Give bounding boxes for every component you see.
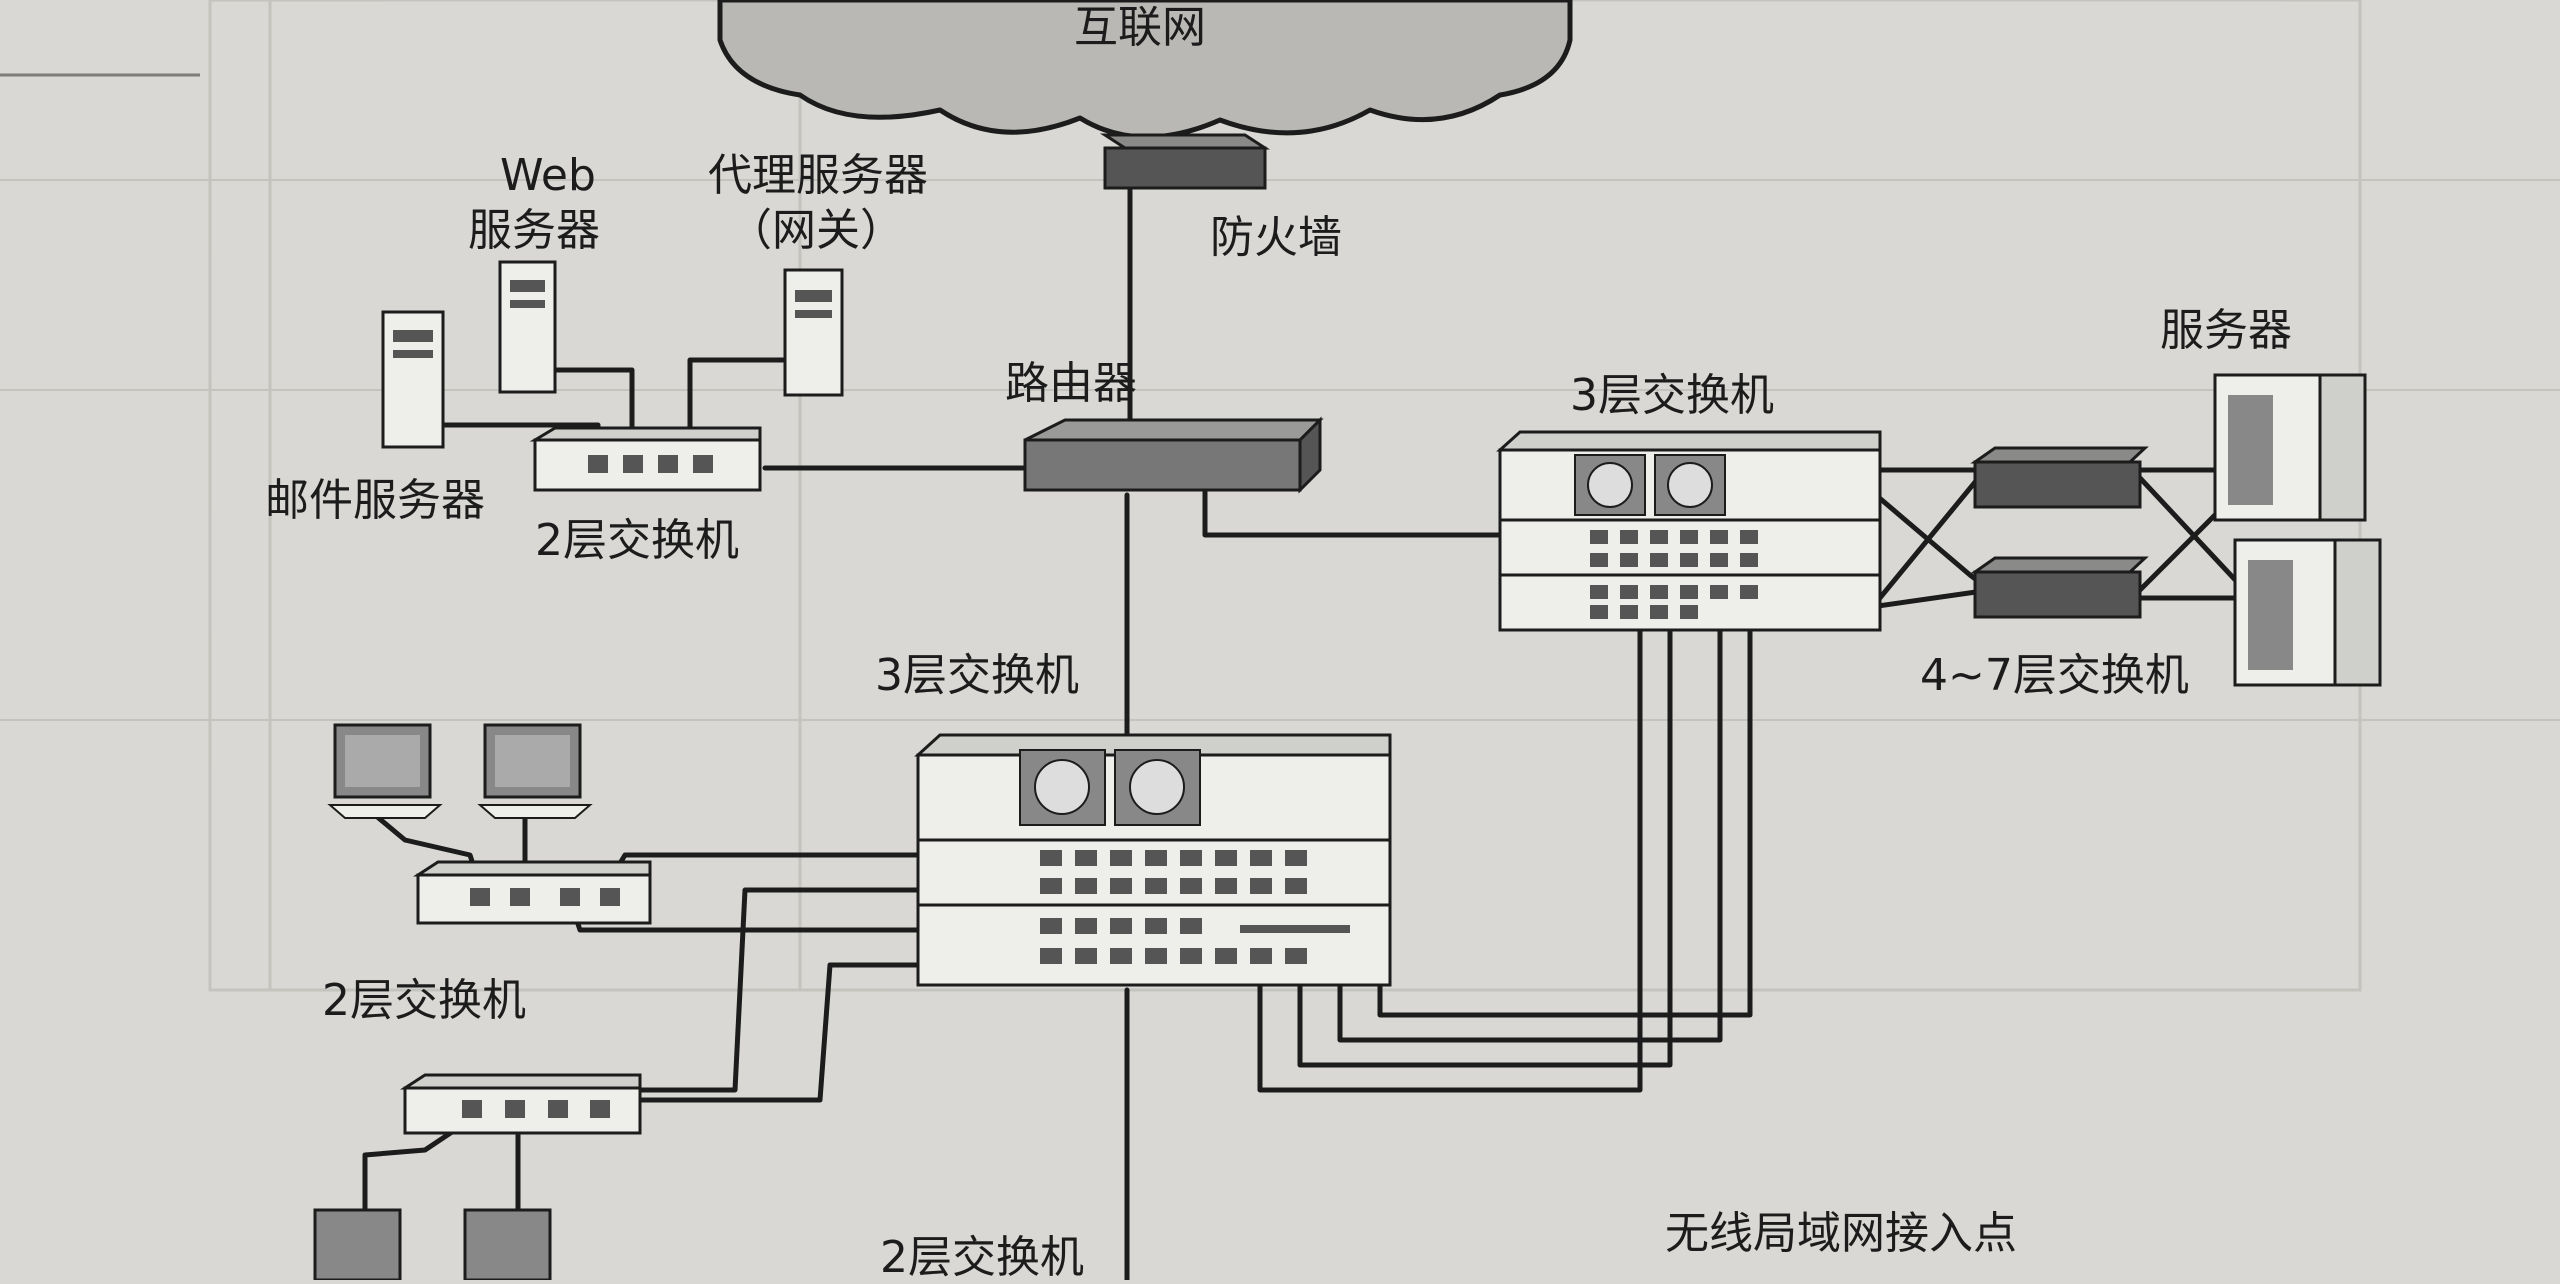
router-device: 路由器 (1005, 358, 1324, 494)
l2-switch-bottom-left (399, 1073, 642, 1135)
l3-switch-right-label: 3层交换机 (1570, 370, 1774, 421)
mail-server-label: 邮件服务器 (265, 475, 485, 526)
web-server-label-line1: Web (500, 150, 596, 201)
firewall-device: 防火墙 (1099, 133, 1342, 263)
proxy-server: 代理服务器 （网关） (708, 150, 928, 397)
l47-switch-label: 4~7层交换机 (1920, 650, 2189, 701)
l2-switch-mid-label: 2层交换机 (322, 975, 526, 1026)
right-servers: 服务器 (2160, 305, 2382, 687)
internet-cloud: 互联网 (717, 0, 1573, 140)
l3-switch-center: 3层交换机 (875, 650, 1392, 987)
l2-switch-bottom-label: 2层交换机 (880, 1232, 1084, 1280)
internet-label: 互联网 (1074, 2, 1206, 53)
l2-switch-top: 2层交换机 (529, 426, 762, 566)
servers-label: 服务器 (2160, 305, 2292, 356)
proxy-label-line1: 代理服务器 (708, 150, 928, 201)
pc-group-top (327, 723, 593, 819)
web-server-label-line2: 服务器 (468, 205, 600, 256)
l2-switch-mid: 2层交换机 (322, 860, 652, 1026)
mail-server: 邮件服务器 (265, 310, 485, 526)
l47-switches: 4~7层交换机 (1920, 446, 2189, 701)
firewall-label: 防火墙 (1210, 212, 1342, 263)
l3-switch-right: 3层交换机 (1496, 370, 1882, 632)
l3-switch-center-label: 3层交换机 (875, 650, 1079, 701)
web-server: Web 服务器 (468, 150, 600, 394)
pc-group-bottom (313, 1208, 552, 1282)
proxy-label-line2: （网关） (728, 205, 904, 256)
wlan-ap-label: 无线局域网接入点 (1665, 1208, 2017, 1259)
router-label: 路由器 (1005, 358, 1137, 409)
l2-switch-top-label: 2层交换机 (535, 515, 739, 566)
